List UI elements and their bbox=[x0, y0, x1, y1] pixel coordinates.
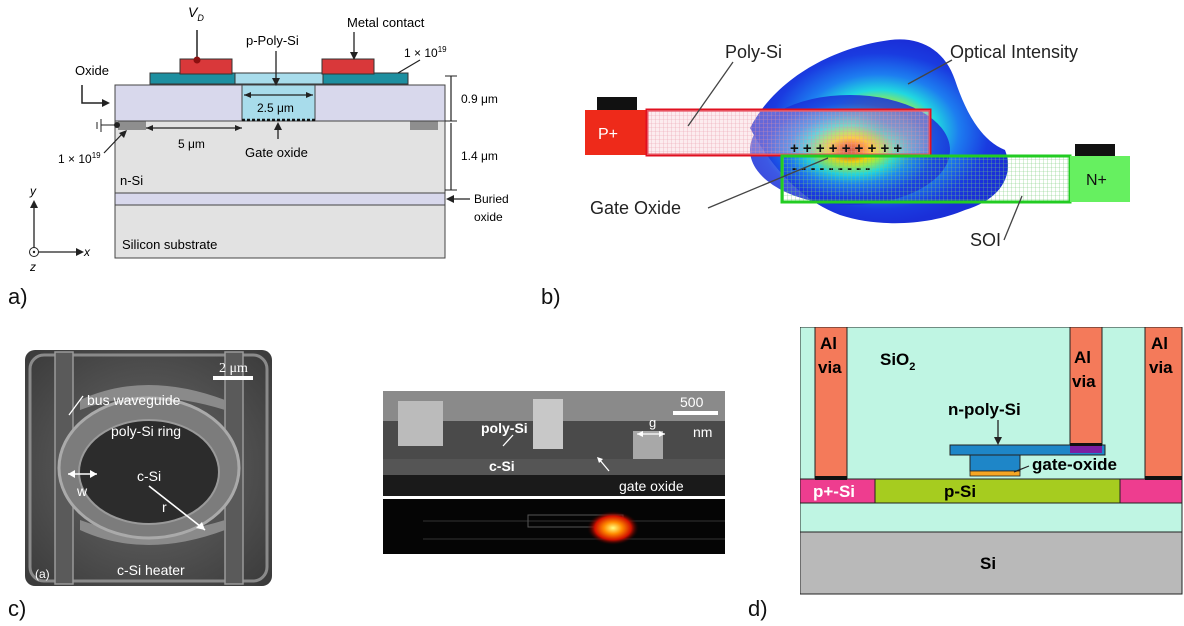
width-side-label: 5 μm bbox=[178, 137, 205, 151]
doping-left-label: 1 × 1019 bbox=[58, 151, 101, 166]
w-label: w bbox=[76, 483, 88, 499]
sem-cross-section-image: 500 nm poly-Si g c-Si gate oxide bbox=[383, 391, 725, 554]
axis-x-label: x bbox=[83, 245, 91, 259]
ground-terminal-icon bbox=[114, 122, 120, 128]
oxide-right bbox=[314, 84, 446, 122]
p-contact bbox=[597, 97, 637, 110]
sio2-label: SiO2 bbox=[880, 350, 915, 373]
si-substrate-d bbox=[799, 531, 1183, 595]
poly-rib bbox=[969, 454, 1021, 472]
poly-si-sem-label: poly-Si bbox=[481, 420, 528, 436]
g-label: g bbox=[649, 415, 656, 430]
scale-2um-label: 2 μm bbox=[219, 361, 248, 376]
panel-d: Al via Al via Al via SiO2 n-poly-Si gate… bbox=[799, 326, 1184, 595]
al-label-left: Al bbox=[820, 334, 837, 353]
scale-nm-label: nm bbox=[693, 424, 712, 440]
panel-a: VD p-Poly-Si Metal contact 1 × 1019 Oxid… bbox=[0, 0, 560, 300]
panel-b-diagram: P+ + + + + + + + + + - - - - - - - - - N… bbox=[585, 39, 1130, 250]
metal-contact-left bbox=[179, 58, 233, 75]
n-si-layer bbox=[114, 120, 446, 194]
sem-ring-image: 2 μm bus waveguide poly-Si ring c-Si r w… bbox=[25, 350, 272, 586]
p-poly-label: p-Poly-Si bbox=[246, 33, 299, 48]
vd-terminal-icon bbox=[193, 56, 201, 64]
p-plus-label: P+ bbox=[598, 126, 618, 143]
soi-box bbox=[780, 154, 1072, 204]
n-plus-label: N+ bbox=[1086, 172, 1107, 189]
al-via-right bbox=[1144, 326, 1183, 480]
optical-intensity-label: Optical Intensity bbox=[950, 42, 1078, 62]
n-si-label: n-Si bbox=[120, 173, 143, 188]
plus-charges: + + + + + + + + + bbox=[790, 140, 902, 157]
silicon-substrate bbox=[114, 204, 446, 259]
panel-label-a: a) bbox=[8, 284, 28, 309]
al-label-right: Al bbox=[1151, 334, 1168, 353]
gate-oxide-label-b: Gate Oxide bbox=[590, 198, 681, 218]
thick-bottom-label: 1.4 μm bbox=[461, 149, 498, 163]
buried-oxide-layer bbox=[114, 192, 446, 206]
soi-label: SOI bbox=[970, 230, 1001, 250]
al-via-middle bbox=[1069, 326, 1103, 446]
heater-label: c-Si heater bbox=[117, 562, 185, 578]
via-label-middle: via bbox=[1072, 372, 1096, 391]
gate-oxide-label-d: gate-oxide bbox=[1032, 455, 1117, 474]
contact-pad bbox=[1070, 443, 1102, 446]
n-contact bbox=[1075, 144, 1115, 156]
c-si-center-label: c-Si bbox=[137, 468, 161, 484]
metal-contact-right bbox=[321, 58, 375, 75]
buried-oxide-label-1: Buried bbox=[474, 192, 509, 206]
panel-c-right: 500 nm poly-Si g c-Si gate oxide bbox=[383, 391, 725, 554]
gate-oxide-layer bbox=[969, 470, 1021, 477]
p-plus-si-label: p+-Si bbox=[813, 482, 855, 501]
gate-poly-region bbox=[241, 84, 316, 122]
panel-c-left: 2 μm bus waveguide poly-Si ring c-Si r w… bbox=[25, 350, 272, 586]
panel-d-diagram: Al via Al via Al via SiO2 n-poly-Si gate… bbox=[799, 326, 1183, 595]
doping-top-label: 1 × 1019 bbox=[404, 45, 447, 60]
n-poly-si-layer bbox=[949, 444, 1106, 456]
panel-label-c: c) bbox=[8, 596, 27, 621]
contact-left-region bbox=[118, 121, 146, 130]
vd-label: VD bbox=[188, 4, 204, 23]
contact-right-region bbox=[410, 121, 438, 130]
axis-z-label: z bbox=[29, 260, 36, 274]
gate-oxide-label: Gate oxide bbox=[245, 145, 308, 160]
p-plus-region bbox=[585, 110, 647, 155]
thick-top-label: 0.9 μm bbox=[461, 92, 498, 106]
poly-si-label: Poly-Si bbox=[725, 42, 782, 62]
buried-oxide-label-2: oxide bbox=[474, 210, 503, 224]
silicon-substrate-label: Silicon substrate bbox=[122, 237, 217, 252]
tag-a-label: (a) bbox=[35, 567, 50, 581]
n-plus-region bbox=[1070, 156, 1130, 202]
al-label-middle: Al bbox=[1074, 348, 1091, 367]
bus-waveguide-label: bus waveguide bbox=[87, 392, 181, 408]
panel-a-diagram: VD p-Poly-Si Metal contact 1 × 1019 Oxid… bbox=[29, 4, 509, 274]
axis-y-label: y bbox=[29, 184, 37, 198]
n-poly-si-label: n-poly-Si bbox=[948, 400, 1021, 419]
width-gate-label: 2.5 μm bbox=[257, 101, 294, 115]
optical-mode-spot bbox=[587, 511, 639, 545]
si-label: Si bbox=[980, 554, 996, 573]
panel-label-b: b) bbox=[541, 284, 561, 309]
gate-oxide-sem-label: gate oxide bbox=[619, 478, 684, 494]
panel-label-d: d) bbox=[748, 596, 768, 621]
scale-500-label: 500 bbox=[680, 394, 704, 410]
poly-si-ring-label: poly-Si ring bbox=[111, 423, 181, 439]
r-label: r bbox=[162, 499, 167, 515]
p-si-label: p-Si bbox=[944, 482, 976, 501]
metal-contact-label: Metal contact bbox=[347, 15, 425, 30]
p-plus-si-right bbox=[1119, 478, 1183, 504]
oxide-left bbox=[114, 84, 243, 122]
c-si-sem-label: c-Si bbox=[489, 458, 515, 474]
via-label-left: via bbox=[818, 358, 842, 377]
oxide-label: Oxide bbox=[75, 63, 109, 78]
c-si-core bbox=[78, 419, 220, 525]
panel-b: P+ + + + + + + + + + - - - - - - - - - N… bbox=[560, 0, 1184, 300]
via-label-right: via bbox=[1149, 358, 1173, 377]
